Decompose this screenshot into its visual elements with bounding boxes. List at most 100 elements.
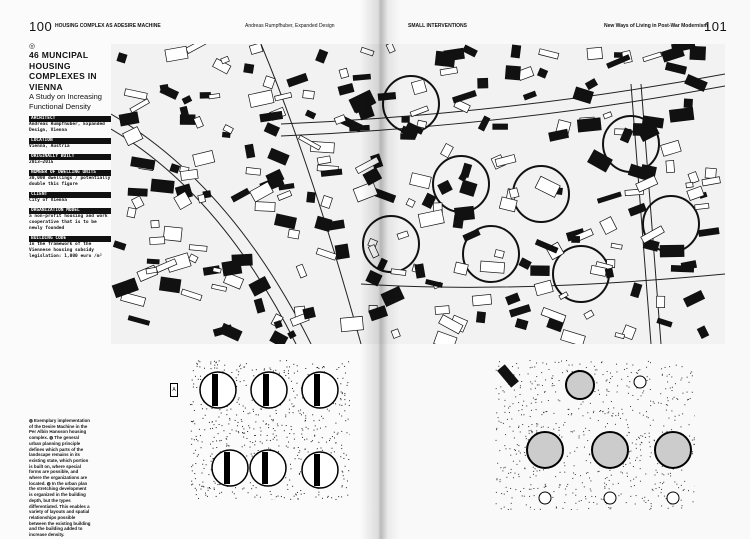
building	[333, 114, 347, 125]
building	[267, 147, 290, 166]
building	[433, 330, 458, 344]
project-marker: ◎	[29, 43, 36, 50]
building	[259, 110, 284, 123]
building	[494, 154, 517, 168]
building	[596, 191, 622, 204]
fact-value: In the framework of the Viennese housing…	[29, 242, 103, 259]
building	[613, 52, 623, 58]
building	[169, 163, 181, 174]
building	[377, 91, 397, 101]
fact-label: CLIENT	[29, 192, 111, 198]
building	[269, 330, 289, 344]
building	[534, 175, 561, 198]
building	[274, 92, 293, 102]
building	[390, 328, 401, 339]
building	[306, 191, 316, 204]
building	[405, 197, 416, 208]
building	[604, 267, 615, 279]
building	[656, 317, 673, 328]
building	[454, 205, 475, 222]
building	[440, 142, 454, 159]
building	[438, 314, 464, 335]
building	[304, 109, 317, 120]
building	[130, 156, 156, 171]
building	[127, 187, 148, 197]
site-plan-map	[111, 44, 725, 344]
building	[453, 99, 471, 114]
building	[434, 305, 450, 315]
building	[219, 322, 243, 342]
building	[417, 209, 445, 229]
building	[145, 266, 158, 275]
building	[660, 139, 682, 157]
building	[197, 193, 207, 204]
building	[533, 279, 554, 297]
building	[316, 155, 332, 165]
building	[701, 176, 721, 187]
building	[477, 77, 489, 89]
building	[471, 293, 493, 307]
building	[188, 244, 208, 252]
building	[640, 225, 665, 244]
building	[514, 318, 529, 331]
building	[212, 266, 222, 274]
building	[540, 306, 567, 324]
building	[548, 128, 570, 142]
building	[498, 196, 518, 213]
building	[572, 86, 594, 105]
building	[534, 238, 559, 254]
figure-label: A	[170, 383, 178, 397]
building	[425, 278, 444, 288]
building	[249, 181, 274, 203]
building	[188, 253, 199, 264]
building	[164, 45, 189, 63]
building	[295, 263, 308, 279]
fact-label: NUMBER OF DWELLING UNITS	[29, 170, 111, 176]
building	[376, 257, 388, 272]
building	[287, 228, 300, 240]
building	[409, 105, 429, 118]
diagram-axonometric-variants	[495, 360, 695, 510]
building	[380, 285, 405, 308]
building	[127, 315, 151, 326]
building	[348, 89, 376, 113]
building	[352, 181, 379, 203]
building	[504, 65, 521, 81]
building	[149, 236, 166, 246]
building	[179, 168, 199, 181]
building	[660, 45, 685, 63]
figure-caption: ◍ Exemplary implementation of the Desire…	[29, 418, 91, 538]
fact-label: ARCHITECT	[29, 116, 111, 122]
building	[668, 107, 695, 123]
building	[173, 191, 193, 211]
building	[493, 249, 505, 259]
running-head-right: SMALL INTERVENTIONS	[408, 23, 467, 29]
building	[211, 283, 228, 292]
building	[477, 115, 491, 132]
building	[492, 123, 508, 130]
building	[576, 117, 602, 133]
building	[683, 98, 693, 109]
building	[571, 235, 581, 243]
building	[698, 227, 720, 237]
building	[459, 179, 478, 197]
building	[221, 259, 243, 277]
building	[131, 195, 145, 210]
page-number-left: 100	[29, 19, 53, 34]
fact-label: ORGANIZATION MODEL	[29, 208, 111, 214]
building	[642, 51, 663, 63]
building	[180, 288, 203, 301]
building	[314, 215, 333, 232]
building	[158, 276, 182, 294]
building	[682, 289, 706, 308]
building	[146, 258, 160, 265]
building	[243, 63, 255, 74]
building	[320, 195, 333, 209]
building	[696, 325, 710, 340]
building	[414, 263, 426, 279]
building	[334, 243, 350, 260]
building	[315, 48, 329, 64]
building	[208, 93, 221, 100]
building	[584, 78, 599, 91]
building	[619, 127, 634, 144]
